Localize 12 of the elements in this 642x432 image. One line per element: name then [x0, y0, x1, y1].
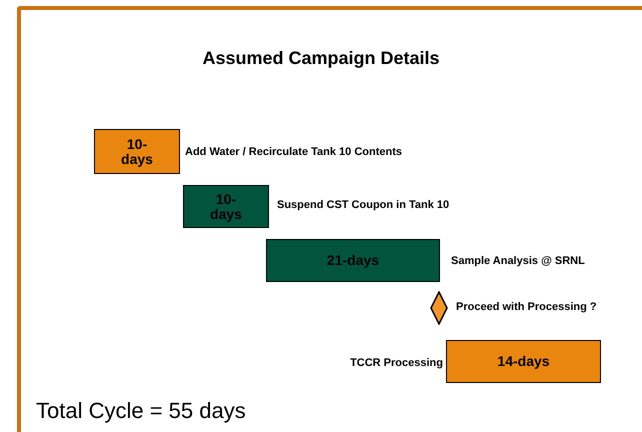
- duration-bar: 10-days: [94, 129, 180, 174]
- task-label: Proceed with Processing ?: [456, 301, 597, 313]
- task-label: Suspend CST Coupon in Tank 10: [277, 199, 450, 211]
- task-label: Add Water / Recirculate Tank 10 Contents: [185, 146, 402, 158]
- duration-bar: 10-days: [183, 185, 269, 228]
- duration-bar: 21-days: [266, 239, 440, 282]
- caption: Total Cycle = 55 days: [36, 398, 246, 424]
- task-label: TCCR Processing: [350, 357, 443, 369]
- task-label: Sample Analysis @ SRNL: [451, 255, 585, 267]
- duration-bar: 14-days: [446, 340, 601, 383]
- decision-diamond: [430, 291, 448, 325]
- title: Assumed Campaign Details: [201, 48, 441, 69]
